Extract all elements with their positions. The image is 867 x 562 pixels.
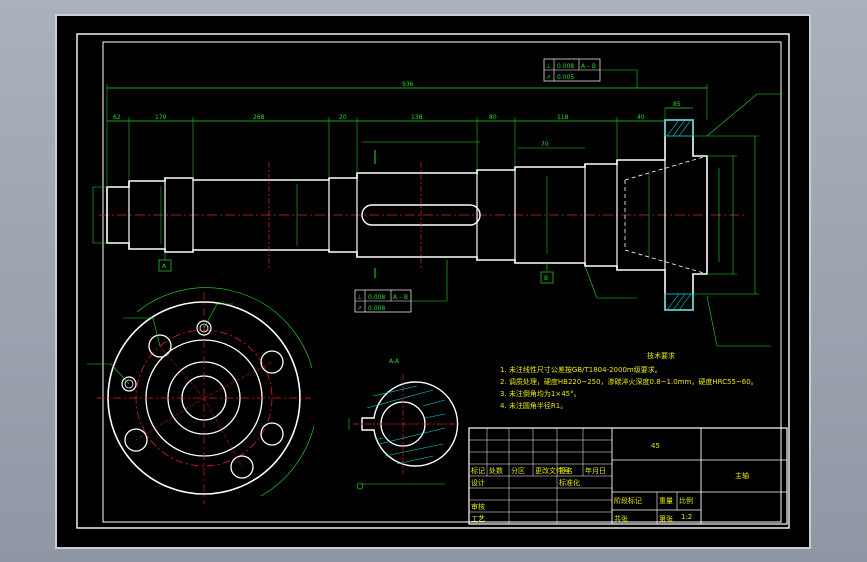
tolerance-frame-mid: ⊥ 0.008 A – B ↗ 0.008 <box>354 286 448 313</box>
svg-text:B: B <box>544 275 548 282</box>
outer-frame <box>76 33 790 529</box>
taper-bore <box>624 155 708 275</box>
section-label: A-A <box>389 358 400 365</box>
tol-mid-val-1: 0.008 <box>368 294 385 301</box>
tol-top-ref-1: A – B <box>581 63 596 70</box>
tb-sheet-of: 第张 <box>659 514 673 523</box>
dim-key-len: 70 <box>541 141 549 148</box>
tb-stage: 阶段标记 <box>614 496 642 505</box>
tech-req-title: 技术要求 <box>647 351 675 360</box>
bolt-hole <box>148 334 172 358</box>
dimension-lines <box>92 84 781 347</box>
tol-top-sym-1: ⊥ <box>546 63 551 70</box>
shaft-view <box>99 119 747 311</box>
tech-requirements: 技术要求 1. 未注线性尺寸公差按GB/T1804-2000m级要求。 2. 调… <box>500 351 758 410</box>
section-view: A-A <box>348 358 459 490</box>
dim-seg-c: 268 <box>253 114 265 121</box>
tb-row-label-1: 标记 <box>471 466 485 475</box>
tb-material: 45 <box>651 442 660 450</box>
tb-scale-label: 比例 <box>679 496 693 505</box>
datum-a: A <box>158 259 172 272</box>
dimension-texts: 936 62 170 268 20 138 80 118 40 85 70 <box>113 81 681 148</box>
tech-req-item-4: 4. 未注圆角半径R1。 <box>500 401 567 410</box>
tb-sheet-total: 共张 <box>614 514 628 523</box>
bolt-hole <box>230 455 254 479</box>
section-hatch <box>366 385 446 465</box>
tech-req-item-3: 3. 未注倒角均为1×45°。 <box>500 389 581 398</box>
cad-drawing: 936 62 170 268 20 138 80 118 40 85 70 ⊥ … <box>76 33 790 529</box>
bolt-hole <box>124 428 148 452</box>
tolerance-frame-top: ⊥ 0.008 A – B ↗ 0.005 <box>543 58 638 88</box>
dim-seg-a: 62 <box>113 114 121 121</box>
tol-mid-ref-1: A – B <box>393 294 408 301</box>
tb-row-label-3: 分区 <box>511 466 525 475</box>
dim-seg-f: 80 <box>489 114 497 121</box>
tol-top-val-2: 0.005 <box>557 74 574 81</box>
bolt-hole <box>260 350 284 374</box>
tb-row-label-4: 更改文件号 <box>535 466 570 475</box>
tol-top-sym-2: ↗ <box>546 74 551 81</box>
tb-design: 设计 <box>471 478 485 487</box>
tb-review: 审核 <box>471 502 485 511</box>
tech-req-item-1: 1. 未注线性尺寸公差按GB/T1804-2000m级要求。 <box>500 365 662 374</box>
datum-b: B <box>540 271 554 284</box>
bolt-hole <box>260 422 284 446</box>
dim-seg-h: 40 <box>637 114 645 121</box>
tol-mid-sym-2: ↗ <box>357 305 362 312</box>
tol-mid-sym-1: ⊥ <box>357 294 362 301</box>
dim-seg-g: 118 <box>557 114 569 121</box>
tb-part-name: 主轴 <box>735 471 749 480</box>
tb-weight: 重量 <box>659 497 673 505</box>
tb-scale: 1:2 <box>681 513 692 521</box>
dim-overall: 936 <box>402 81 414 88</box>
dim-seg-b: 170 <box>155 114 167 121</box>
tb-row-label-2: 处数 <box>489 466 503 475</box>
flange-hatch <box>664 119 694 311</box>
threaded-hole <box>121 376 137 392</box>
svg-text:A: A <box>162 263 167 270</box>
dim-seg-e: 138 <box>411 114 423 121</box>
tech-req-item-2: 2. 调质处理，硬度HB220~250，渗碳淬火深度0.8~1.0mm，硬度HR… <box>500 377 758 386</box>
tol-mid-val-2: 0.008 <box>368 305 385 312</box>
tb-row-label-6: 年月日 <box>585 466 606 475</box>
tb-row-label-5: 签名 <box>559 466 573 475</box>
tol-top-val-1: 0.008 <box>557 63 574 70</box>
flange-end-view <box>87 287 315 504</box>
title-block: 标记 处数 分区 更改文件号 签名 年月日 设计 标准化 审核 工艺 45 主轴… <box>468 427 788 525</box>
tb-craft: 工艺 <box>471 515 485 523</box>
dim-seg-i: 85 <box>673 101 681 108</box>
drawing-viewport[interactable]: 936 62 170 268 20 138 80 118 40 85 70 ⊥ … <box>55 14 811 549</box>
section-outline <box>361 381 459 467</box>
threaded-hole <box>196 320 212 336</box>
tb-standard: 标准化 <box>559 478 580 487</box>
dim-seg-d: 20 <box>339 114 347 121</box>
inner-frame <box>102 41 782 523</box>
